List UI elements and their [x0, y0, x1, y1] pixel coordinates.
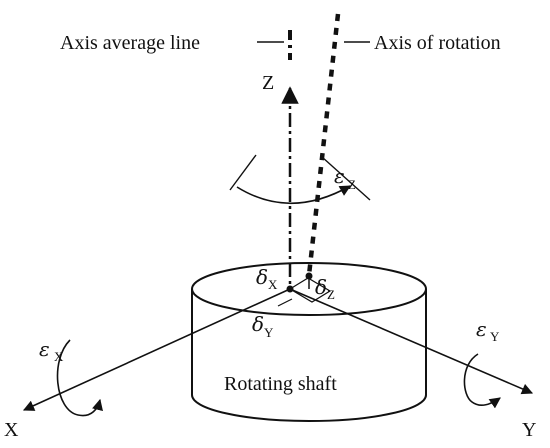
- axis-of-rotation-label: Axis of rotation: [374, 32, 501, 54]
- x-axis-label: X: [4, 419, 19, 441]
- delta-y-symbol: δ: [252, 312, 264, 336]
- offset-marker: [288, 277, 332, 303]
- eps-z-rotation: [229, 154, 371, 205]
- x-axis: [22, 288, 291, 411]
- eps-y-subscript: Y: [490, 329, 500, 344]
- delta-y-leader: [277, 298, 293, 307]
- y-axis: [289, 288, 534, 395]
- eps-x-rotation: [56, 339, 103, 417]
- axis-average-line-label: Axis average line: [60, 32, 200, 54]
- eps-x-subscript: X: [54, 349, 64, 364]
- z-axis-label: Z: [262, 72, 274, 94]
- rotating-shaft-label: Rotating shaft: [224, 373, 337, 395]
- eps-z-subscript: Z: [348, 177, 356, 192]
- delta-x-point: [286, 285, 294, 293]
- y-axis-label: Y: [522, 419, 536, 441]
- eps-y-symbol: ε: [476, 317, 487, 341]
- eps-z-symbol: ε: [334, 164, 345, 188]
- delta-y-subscript: Y: [264, 325, 274, 340]
- axis-of-rotation: [306, 13, 341, 276]
- eps-x-symbol: ε: [39, 337, 50, 361]
- delta-z-subscript: Z: [327, 287, 335, 302]
- eps-y-rotation: [463, 353, 501, 409]
- delta-z-symbol: δ: [315, 275, 327, 299]
- delta-x-symbol: δ: [256, 265, 268, 289]
- delta-x-subscript: X: [268, 277, 278, 292]
